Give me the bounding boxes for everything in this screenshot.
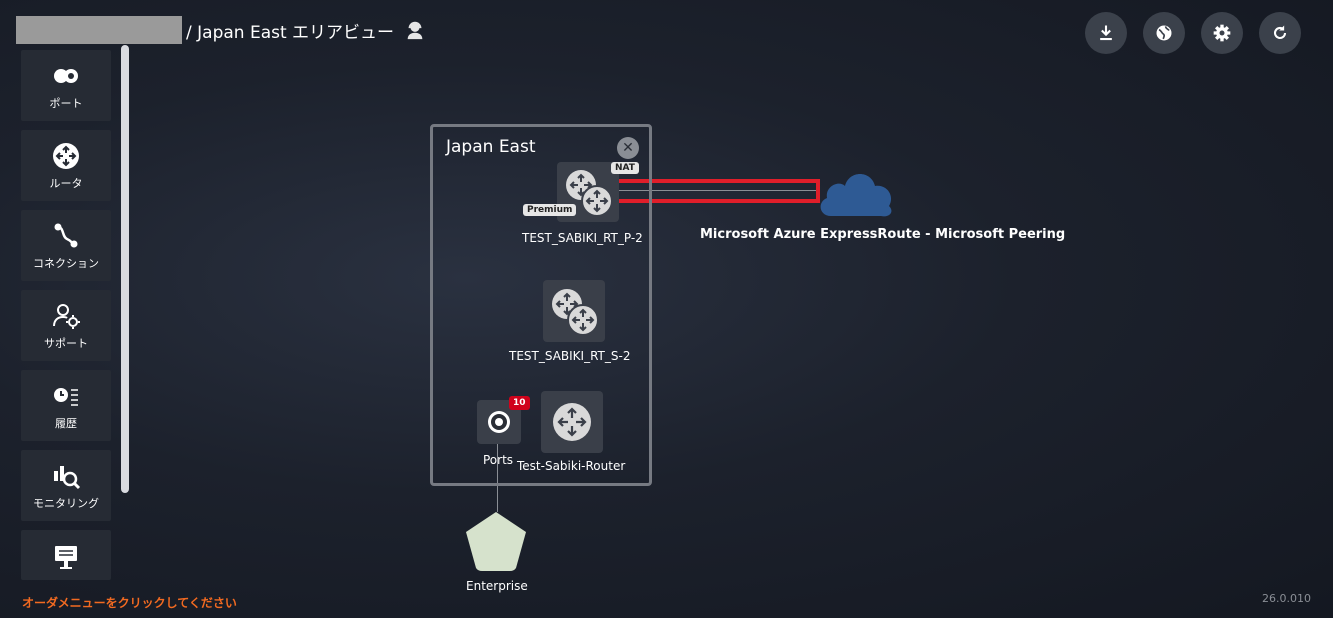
sidebar-item-label: サポート bbox=[44, 336, 88, 350]
sidebar-item-label: 履歴 bbox=[55, 416, 77, 430]
support-icon bbox=[53, 303, 80, 329]
area-japan-east: Japan East ✕ bbox=[430, 124, 652, 486]
router-icon bbox=[53, 142, 79, 169]
top-toolbar bbox=[1085, 12, 1301, 54]
monitoring-icon bbox=[54, 465, 81, 489]
connection-line[interactable] bbox=[616, 190, 816, 191]
refresh-icon bbox=[1273, 25, 1287, 39]
sidebar-item-monitoring[interactable]: モニタリング bbox=[21, 450, 111, 521]
cloud-icon[interactable] bbox=[815, 166, 895, 220]
globe-button[interactable] bbox=[1143, 12, 1185, 54]
sidebar-item-order[interactable] bbox=[21, 530, 111, 580]
cloud-label: Microsoft Azure ExpressRoute - Microsoft… bbox=[700, 227, 1066, 242]
double-router-icon bbox=[566, 170, 613, 217]
router-label: Test-Sabiki-Router bbox=[517, 459, 626, 473]
router-node-test-sabiki[interactable] bbox=[541, 391, 603, 453]
gear-icon bbox=[1213, 24, 1231, 42]
order-icon bbox=[55, 546, 77, 569]
router-tile bbox=[541, 391, 603, 453]
router-tile bbox=[543, 280, 605, 342]
area-title: Japan East bbox=[446, 137, 536, 157]
double-router-icon bbox=[552, 289, 599, 336]
ports-count-badge: 10 bbox=[509, 396, 530, 410]
sidebar-item-label: ルータ bbox=[49, 176, 83, 190]
page-title: / Japan East エリアビュー bbox=[186, 22, 395, 43]
port-icon bbox=[54, 68, 78, 83]
sidebar-item-label: ポート bbox=[49, 96, 83, 110]
router-icon bbox=[553, 403, 591, 441]
router-tile bbox=[557, 162, 619, 222]
settings-button[interactable] bbox=[1201, 12, 1243, 54]
nat-tag: NAT bbox=[611, 162, 639, 174]
globe-icon bbox=[1156, 25, 1172, 41]
sidebar-item-label: モニタリング bbox=[33, 496, 99, 510]
enterprise-icon[interactable] bbox=[464, 510, 528, 572]
order-menu-hint: オーダメニューをクリックしてください bbox=[22, 596, 237, 610]
header: / Japan East エリアビュー bbox=[16, 16, 426, 44]
close-icon[interactable]: ✕ bbox=[617, 137, 639, 159]
sidebar-scrollbar[interactable] bbox=[121, 45, 129, 493]
enterprise-label: Enterprise bbox=[466, 579, 528, 593]
port-icon bbox=[488, 411, 510, 433]
sidebar-item-support[interactable]: サポート bbox=[21, 290, 111, 361]
version-label: 26.0.010 bbox=[1262, 592, 1311, 605]
premium-tag: Premium bbox=[523, 204, 577, 216]
sidebar-item-connection[interactable]: コネクション bbox=[21, 210, 111, 281]
router-node-s2[interactable] bbox=[543, 280, 605, 342]
router-label: TEST_SABIKI_RT_P-2 bbox=[522, 231, 643, 245]
connection-icon bbox=[54, 223, 78, 247]
sidebar: ポート ルータ コネクション サポート bbox=[21, 50, 111, 589]
router-node-p2[interactable] bbox=[557, 162, 619, 222]
redacted-contract-name bbox=[16, 16, 182, 44]
refresh-button[interactable] bbox=[1259, 12, 1301, 54]
enterprise-link-line bbox=[497, 440, 498, 512]
sidebar-item-router[interactable]: ルータ bbox=[21, 130, 111, 201]
sidebar-item-history[interactable]: 履歴 bbox=[21, 370, 111, 441]
support-agent-icon[interactable] bbox=[404, 19, 426, 41]
sidebar-item-label: コネクション bbox=[33, 256, 99, 270]
ports-label: Ports bbox=[483, 453, 514, 467]
sidebar-item-port[interactable]: ポート bbox=[21, 50, 111, 121]
download-button[interactable] bbox=[1085, 12, 1127, 54]
download-icon bbox=[1100, 25, 1112, 41]
history-icon bbox=[54, 387, 78, 406]
router-label: TEST_SABIKI_RT_S-2 bbox=[509, 349, 631, 363]
